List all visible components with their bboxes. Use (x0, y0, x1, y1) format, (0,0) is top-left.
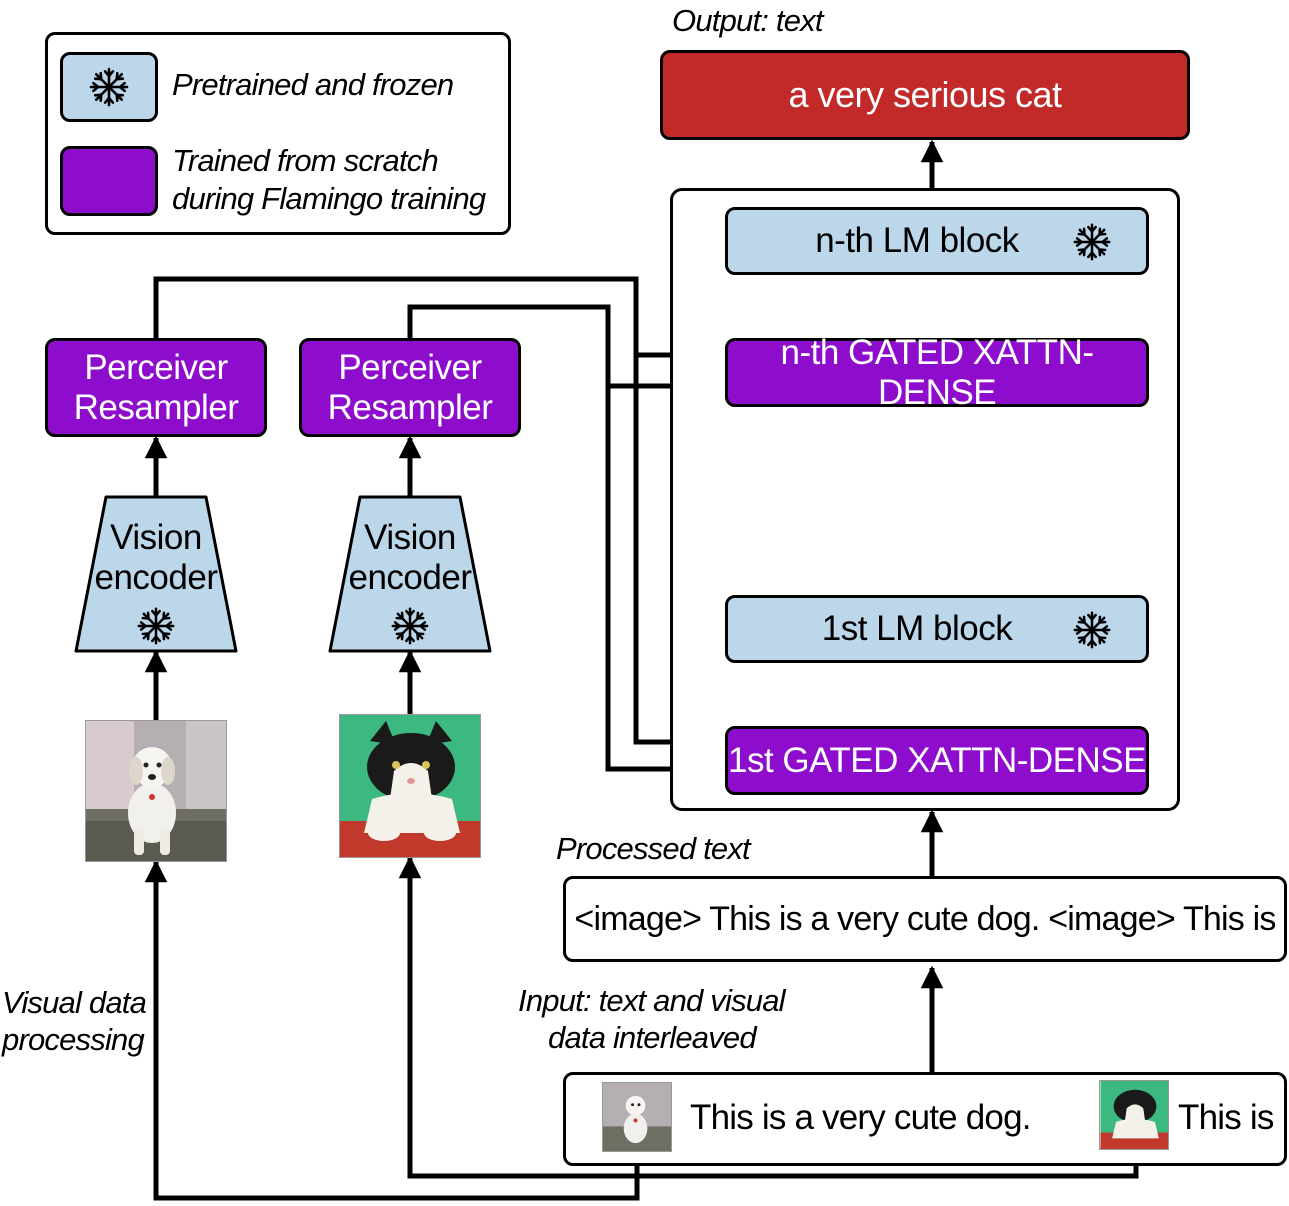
dog-thumbnail (602, 1082, 672, 1152)
legend-frozen-swatch (60, 52, 158, 122)
resampler-line2: Resampler (73, 387, 239, 427)
encoder-line2: encoder (348, 558, 472, 597)
cat-thumbnail-illustration (1100, 1081, 1168, 1149)
first-gated-xattn-dense-label: 1st GATED XATTN-DENSE (728, 740, 1146, 780)
encoder-line1: Vision (364, 518, 456, 557)
output-text-box: a very serious cat (660, 50, 1190, 140)
vision-encoder-left: Vision encoder (56, 518, 256, 598)
vision-encoder-shape-right (328, 495, 492, 653)
dog-photo (85, 720, 227, 862)
nth-lm-block-label: n-th LM block (815, 221, 1019, 260)
snowflake-icon (1073, 223, 1111, 261)
first-lm-block-label: 1st LM block (821, 609, 1013, 648)
visual-processing-label: Visual data processing (2, 984, 147, 1058)
legend-trained-label: Trained from scratch during Flamingo tra… (172, 142, 486, 218)
input-label-line1: Input: text and visual (518, 983, 786, 1018)
vision-encoder-right: Vision encoder (310, 518, 510, 598)
encoder-line2: encoder (94, 558, 218, 597)
language-model-stack (670, 188, 1180, 811)
nth-lm-block: n-th LM block (725, 207, 1149, 275)
nth-gated-xattn-dense-label: n-th GATED XATTN-DENSE (780, 332, 1094, 412)
perceiver-resampler-right: Perceiver Resampler (299, 338, 521, 437)
cat-thumbnail (1099, 1080, 1169, 1150)
dog-thumbnail-illustration (603, 1083, 671, 1151)
input-label: Input: text and visual data interleaved (518, 982, 786, 1056)
cat-photo (339, 714, 481, 858)
visual-label-line1: Visual data (2, 985, 147, 1020)
first-lm-block: 1st LM block (725, 595, 1149, 663)
snowflake-icon (1073, 611, 1111, 649)
resampler-line1: Perceiver (84, 347, 228, 387)
snowflake-icon (391, 607, 429, 645)
legend-trained-swatch (60, 146, 158, 216)
snowflake-icon (137, 607, 175, 645)
visual-label-line2: processing (2, 1022, 145, 1057)
cat-illustration (340, 715, 480, 857)
input-text-part2: This is (1178, 1098, 1274, 1137)
input-label-line2: data interleaved (548, 1020, 757, 1055)
nth-gated-xattn-dense-block: n-th GATED XATTN-DENSE (725, 333, 1149, 412)
processed-text-box: <image> This is a very cute dog. <image>… (563, 876, 1287, 962)
output-text: a very serious cat (788, 74, 1062, 115)
legend-trained-line2: during Flamingo training (172, 181, 486, 216)
output-label: Output: text (672, 3, 823, 38)
input-text-part1: This is a very cute dog. (690, 1098, 1031, 1137)
processed-text: <image> This is a very cute dog. <image>… (574, 899, 1276, 938)
dog-illustration (86, 721, 226, 861)
snowflake-icon (89, 67, 129, 107)
vision-encoder-shape-left (74, 495, 238, 653)
resampler-line2: Resampler (327, 387, 493, 427)
legend-trained-line1: Trained from scratch (172, 143, 439, 178)
first-gated-xattn-dense-block: 1st GATED XATTN-DENSE (725, 726, 1149, 795)
processed-text-label: Processed text (556, 831, 751, 866)
encoder-line1: Vision (110, 518, 202, 557)
resampler-line1: Perceiver (338, 347, 482, 387)
legend-frozen-label: Pretrained and frozen (172, 67, 454, 102)
perceiver-resampler-left: Perceiver Resampler (45, 338, 267, 437)
